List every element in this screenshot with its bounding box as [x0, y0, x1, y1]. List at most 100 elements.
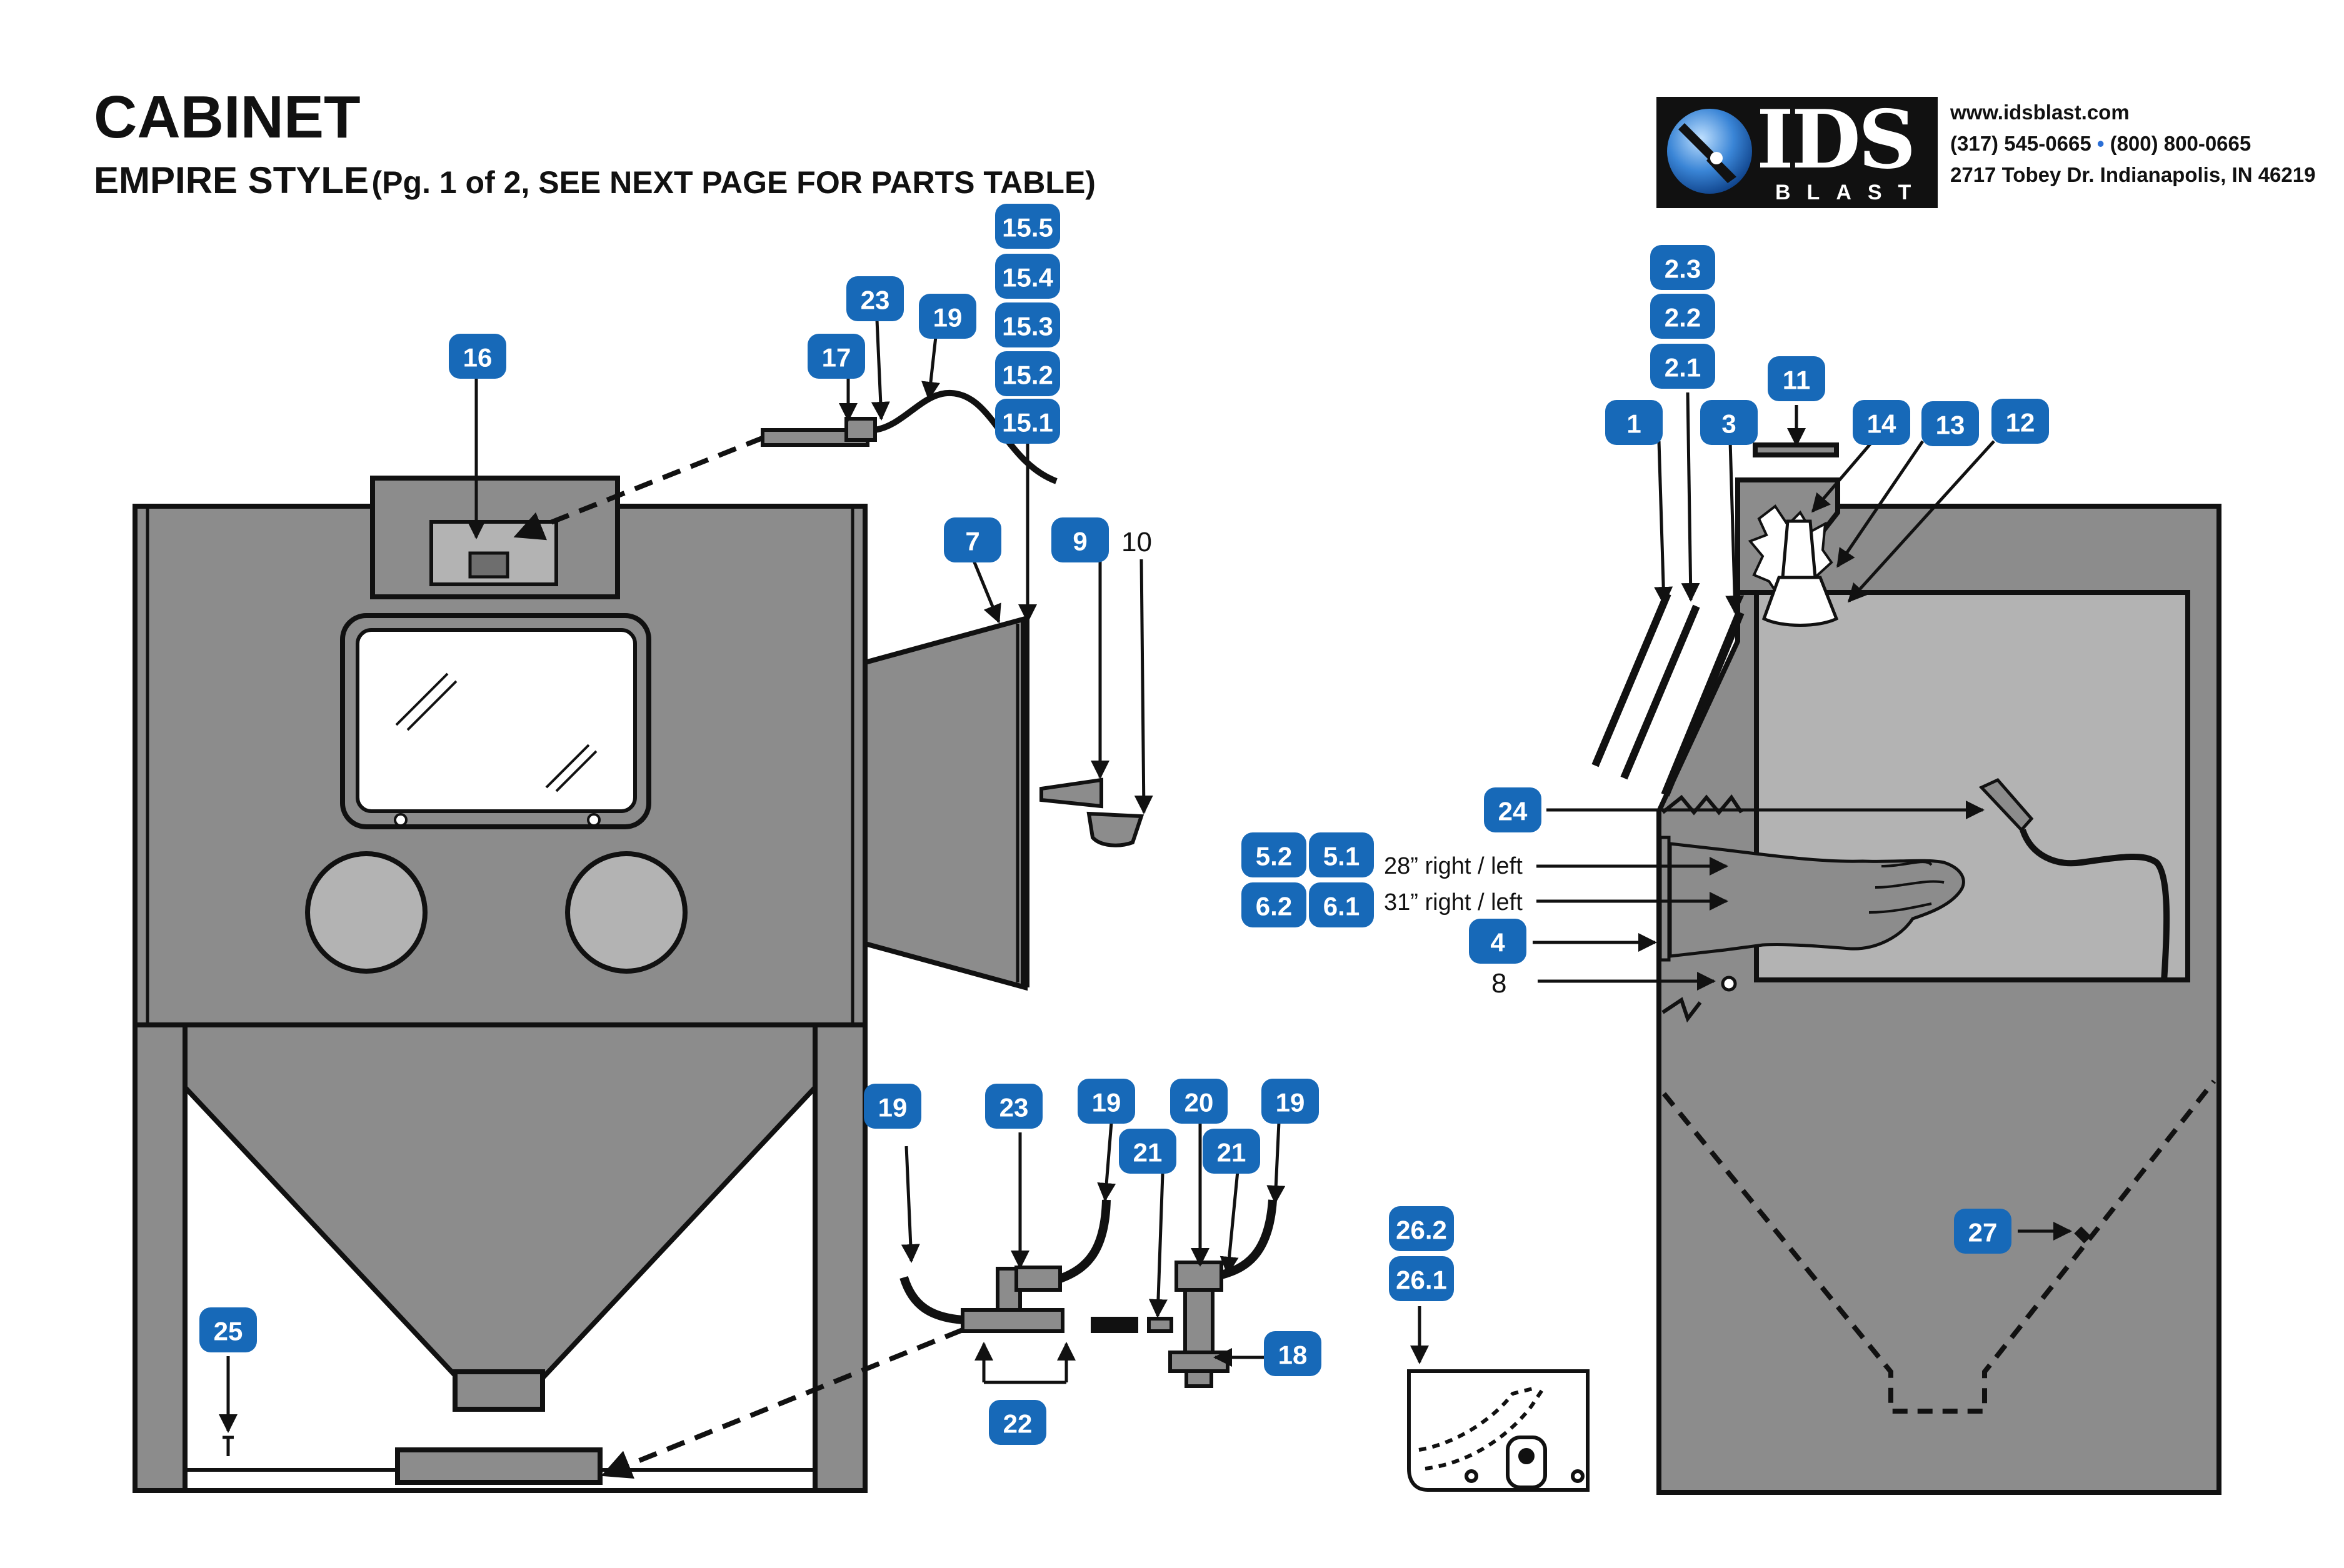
separator-dot: •: [2096, 132, 2105, 155]
page-subtitle: EMPIRE STYLE: [94, 159, 369, 201]
subtitle-line: EMPIRE STYLE (Pg. 1 of 2, SEE NEXT PAGE …: [94, 159, 1096, 202]
callout-label: 17: [822, 343, 851, 372]
callout-label: 5.2: [1256, 842, 1292, 871]
callout-label: 19: [878, 1093, 908, 1122]
callout-label: 6.1: [1323, 892, 1360, 921]
callout-part-14: 14: [1853, 400, 1910, 445]
left-glove-port: [305, 851, 428, 974]
callout-part-3: 3: [1700, 400, 1758, 445]
callout-label: 5.1: [1323, 842, 1360, 871]
callout-label: 26.1: [1396, 1266, 1447, 1295]
callout-part-5-2: 5.2: [1241, 832, 1306, 877]
callout-label: 2.2: [1665, 303, 1701, 332]
glove-size-28: 28” right / left: [1384, 853, 1523, 879]
company-block: IDS BLAST www.idsblast.com (317) 545-066…: [1656, 93, 2331, 212]
callout-part-1: 1: [1605, 400, 1663, 445]
callout-label: 24: [1498, 797, 1528, 826]
callout-label: 3: [1721, 409, 1736, 439]
callout-part-23: 23: [846, 276, 904, 321]
callout-label: 2.3: [1665, 254, 1701, 284]
callout-part-17: 17: [808, 334, 865, 379]
callout-part-4: 4: [1469, 919, 1526, 964]
callout-part-20: 20: [1170, 1079, 1228, 1124]
nozzle-parts: [1039, 777, 1144, 847]
callout-label: 19: [1092, 1088, 1121, 1117]
side-cabinet: [1591, 442, 2221, 1495]
glove-icon: [1668, 842, 1965, 958]
callout-part-12: 12: [1991, 399, 2049, 444]
callout-part-19: 19: [864, 1084, 921, 1129]
callout-label: 6.2: [1256, 892, 1292, 921]
callout-label: 19: [1276, 1088, 1305, 1117]
glove-size-31: 31” right / left: [1384, 889, 1523, 916]
callout-label: 7: [965, 527, 979, 556]
page-note: (Pg. 1 of 2, SEE NEXT PAGE FOR PARTS TAB…: [371, 165, 1096, 200]
light-shade-icon: [1761, 576, 1839, 627]
callout-label: 13: [1936, 411, 1965, 440]
blast-gun-icon: [1978, 777, 2034, 832]
callout-label: 19: [933, 303, 963, 332]
callout-label: 21: [1133, 1138, 1163, 1167]
callout-part-23: 23: [985, 1084, 1043, 1129]
address: 2717 Tobey Dr. Indianapolis, IN 46219: [1950, 163, 2316, 186]
nozzle-cap-icon: [1086, 811, 1144, 847]
light-switch-assembly: [761, 389, 1058, 484]
callout-part-5-1: 5.1: [1309, 832, 1374, 877]
callout-label: 16: [463, 343, 493, 372]
logo-subtext: BLAST: [1775, 181, 1928, 204]
ids-blast-logo: IDS BLAST: [1656, 93, 1938, 208]
regulator-icon: [1175, 1261, 1223, 1292]
callout-part-19: 19: [1078, 1079, 1135, 1124]
blast-nozzle-icon: [1667, 109, 1752, 194]
callout-label: 23: [861, 286, 890, 315]
callout-part-24: 24: [1484, 787, 1541, 832]
left-leg: [133, 1022, 188, 1493]
callout-part-7: 7: [944, 517, 1001, 562]
glass-glare-icon: [395, 672, 598, 792]
callout-part-19: 19: [919, 294, 976, 339]
callout-part-26-2: 26.2: [1389, 1206, 1454, 1251]
callout-label: 27: [1968, 1218, 1998, 1247]
callout-part-16: 16: [449, 334, 506, 379]
callout-label: 15.2: [1002, 361, 1053, 390]
drain-plug-icon: [223, 1436, 234, 1456]
callout-label: 15.5: [1002, 213, 1053, 242]
logo-wordmark: IDS: [1756, 93, 1916, 187]
callout-part-15-3: 15.3: [995, 302, 1060, 347]
callout-label: 1: [1626, 409, 1641, 439]
callout-part-26-1: 26.1: [1389, 1256, 1454, 1301]
callout-label: 12: [2006, 408, 2035, 437]
callout-label: 14: [1867, 409, 1896, 439]
nozzle-icon: [1039, 777, 1103, 809]
callout-part-15-4: 15.4: [995, 254, 1060, 299]
side-door: [863, 615, 1028, 991]
page-title: CABINET: [94, 84, 361, 151]
callout-label: 15.3: [1002, 312, 1053, 341]
callout-part-2-1: 2.1: [1650, 344, 1715, 389]
callout-label: 25: [214, 1317, 243, 1346]
callout-label: 11: [1783, 366, 1810, 395]
callout-label: 15.1: [1002, 408, 1053, 437]
website-link[interactable]: www.idsblast.com: [1950, 101, 2130, 124]
front-cabinet: [133, 476, 1029, 1493]
callout-label: 2.1: [1665, 353, 1701, 382]
phone-tollfree: (800) 800-0665: [2110, 132, 2251, 155]
callout-part-27: 27: [1954, 1209, 2011, 1254]
contact-info: www.idsblast.com (317) 545-0665 • (800) …: [1950, 97, 2315, 191]
callout-part-6-1: 6.1: [1309, 882, 1374, 927]
floor-plate: [395, 1447, 603, 1485]
callout-label: 4: [1490, 928, 1505, 957]
callout-label: 23: [999, 1093, 1029, 1122]
page-header: CABINET EMPIRE STYLE (Pg. 1 of 2, SEE NE…: [94, 87, 1096, 202]
viewing-window: [356, 628, 637, 813]
callout-label: 18: [1278, 1341, 1308, 1370]
right-leg: [813, 1022, 868, 1493]
light-bulb-block: [468, 551, 509, 579]
callout-part-22: 22: [989, 1400, 1046, 1445]
dashed-pointers: [513, 435, 964, 1479]
part-10-label: 10: [1121, 527, 1152, 557]
callout-label: 9: [1073, 527, 1087, 556]
callout-part-13: 13: [1921, 401, 1979, 446]
